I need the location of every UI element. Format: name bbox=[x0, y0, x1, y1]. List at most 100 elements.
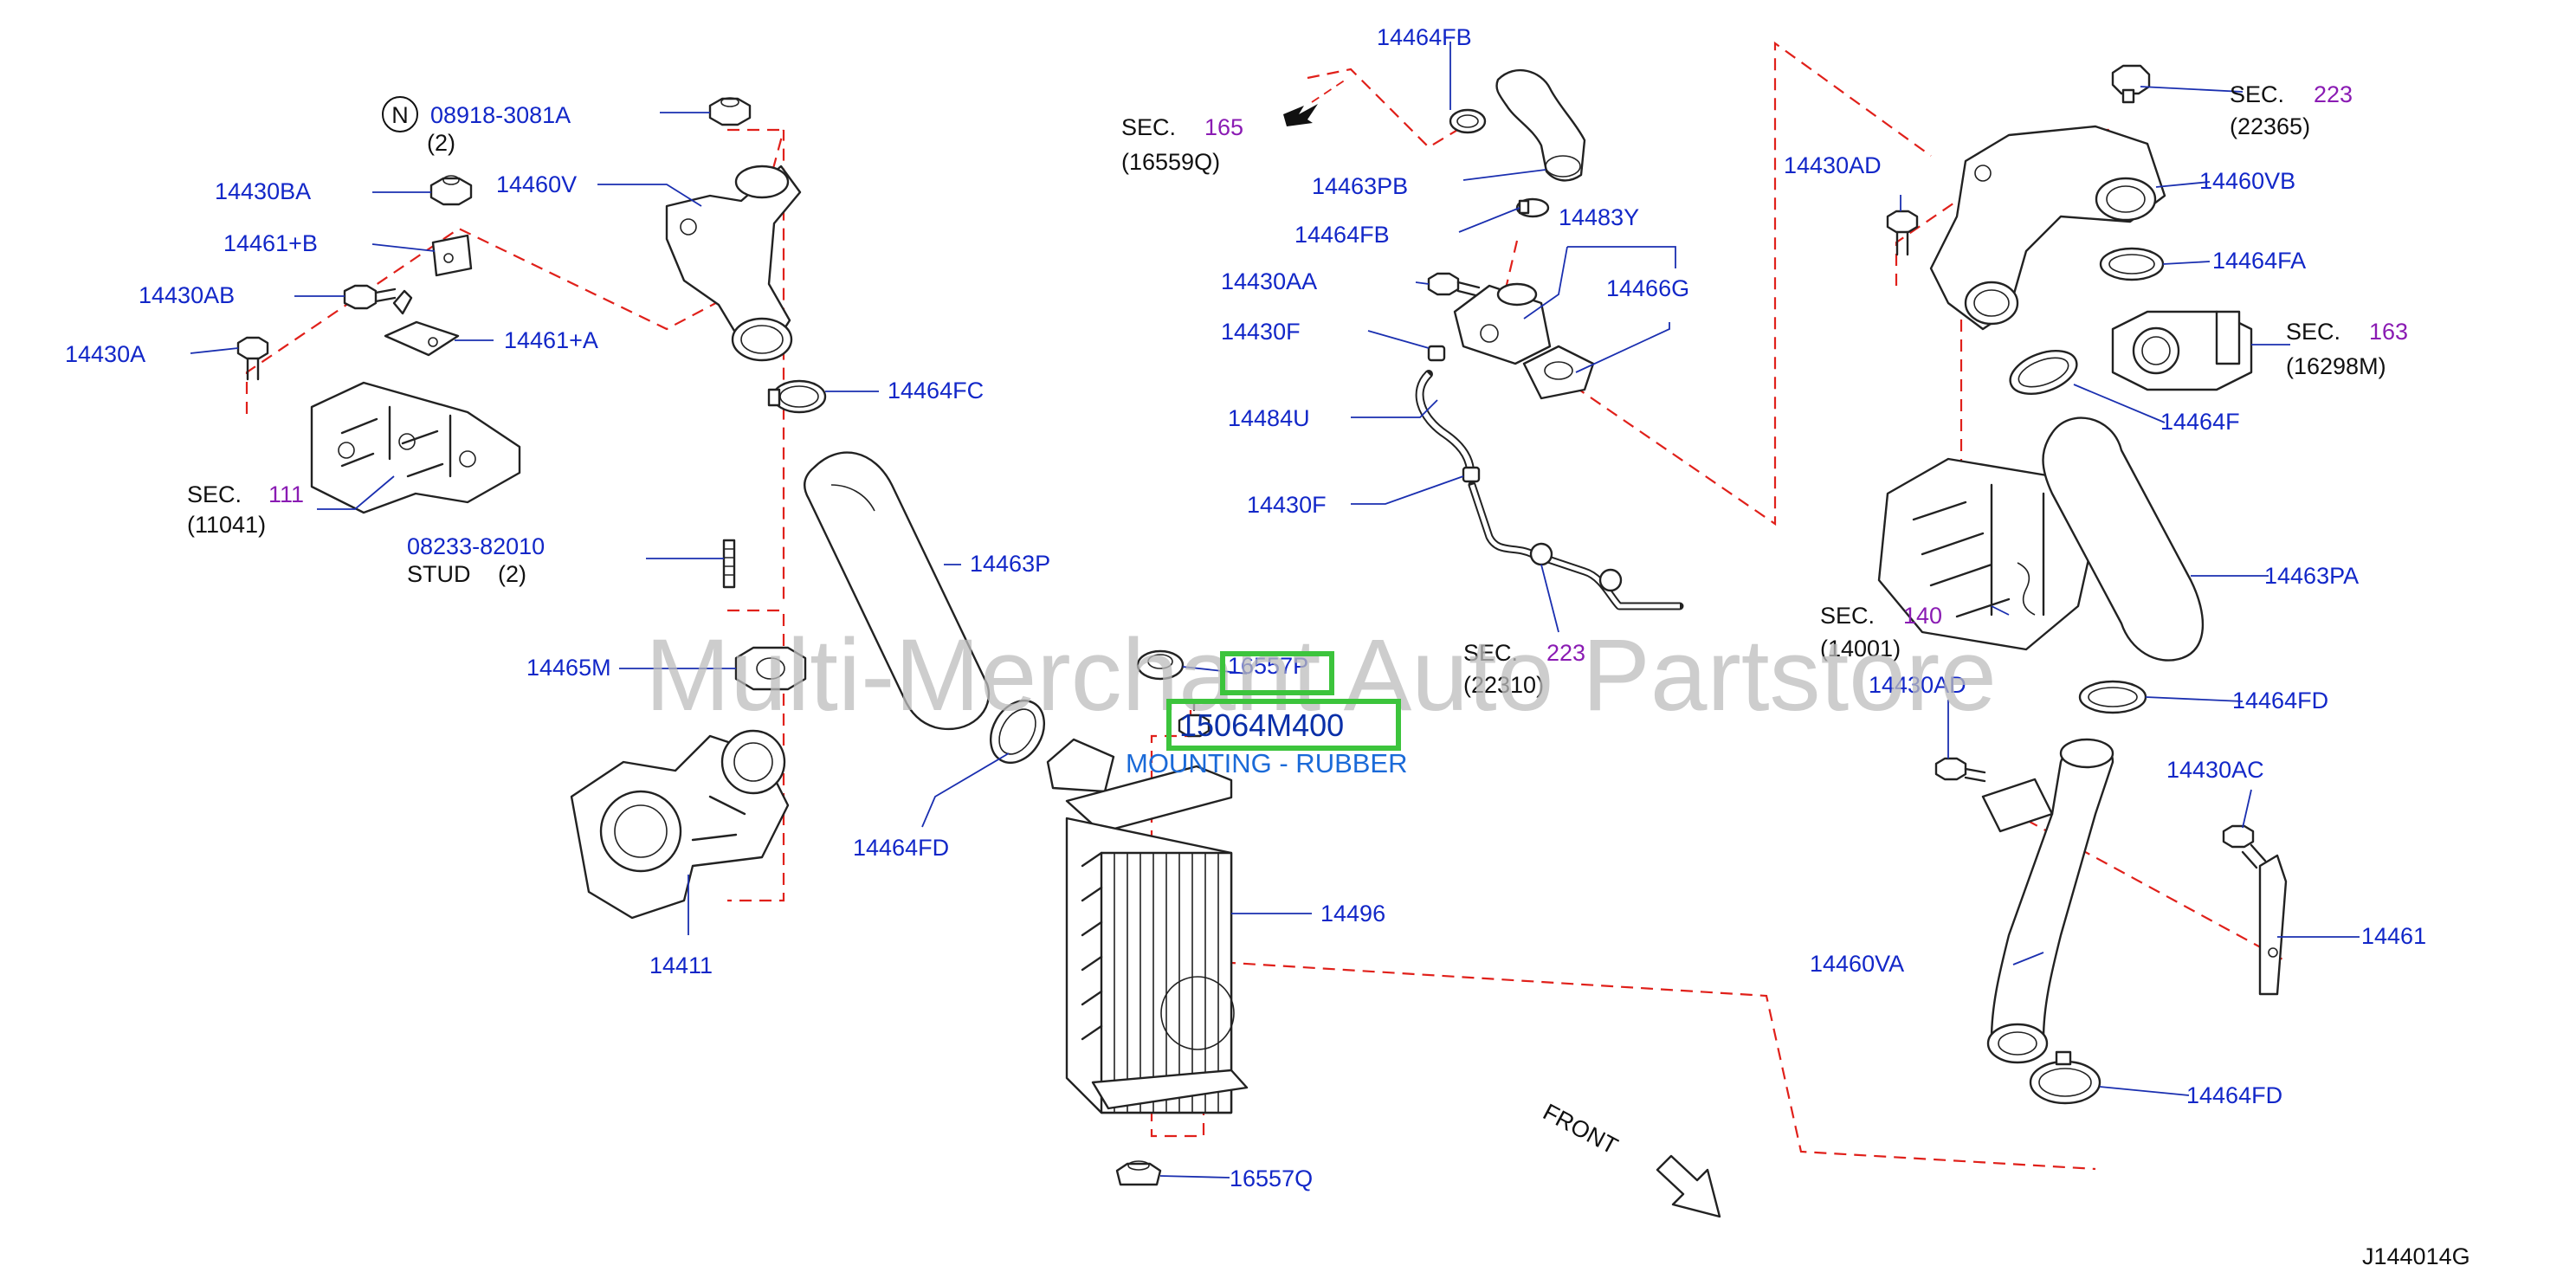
clamp-14464FB-mid-icon bbox=[1515, 197, 1550, 218]
label-14464FD-bottom[interactable]: 14464FD bbox=[2186, 1082, 2282, 1108]
gasket-14466G-icon bbox=[1522, 345, 1595, 400]
intercooler-14496-icon bbox=[1046, 738, 1249, 1114]
bolt-14430AA-icon bbox=[1427, 272, 1481, 298]
label-14461A[interactable]: 14461+A bbox=[504, 327, 598, 353]
bolt-14430A-icon bbox=[236, 336, 269, 381]
highlight-description: MOUNTING - RUBBER bbox=[1126, 748, 1408, 778]
highlighted-part[interactable]: 15064M400 MOUNTING - RUBBER bbox=[1126, 651, 1408, 778]
bracket-14461B-icon bbox=[431, 234, 473, 277]
bolt-14430AC-icon bbox=[2222, 824, 2267, 869]
label-14464FB-top[interactable]: 14464FB bbox=[1377, 24, 1472, 50]
clamp-14464FC-icon bbox=[767, 379, 827, 414]
label-sec-223-mid[interactable]: 223 bbox=[1546, 640, 1585, 666]
label-14464FB-mid[interactable]: 14464FB bbox=[1294, 222, 1390, 248]
bolt-14430AB-icon bbox=[343, 284, 397, 310]
n-mark-icon: N bbox=[382, 96, 418, 132]
label-08918-3081A[interactable]: 08918-3081A bbox=[430, 102, 571, 128]
label-14463PB[interactable]: 14463PB bbox=[1312, 173, 1408, 199]
front-label: FRONT bbox=[1539, 1099, 1622, 1159]
label-14411[interactable]: 14411 bbox=[649, 952, 713, 978]
label-sec-140-sub: (14001) bbox=[1820, 636, 1901, 662]
mount-rubber-15064M400-icon bbox=[1178, 700, 1211, 738]
front-arrow-sec165-icon bbox=[1283, 77, 1349, 126]
clamp-14464FD-right-icon bbox=[2078, 680, 2147, 714]
label-sec-163-sub: (16298M) bbox=[2286, 353, 2386, 379]
turbocharger-14411-icon bbox=[570, 729, 790, 920]
label-14430AA[interactable]: 14430AA bbox=[1221, 268, 1317, 294]
label-sec-111[interactable]: 111 bbox=[268, 481, 304, 507]
label-14430F-a[interactable]: 14430F bbox=[1221, 319, 1301, 345]
label-14460V[interactable]: 14460V bbox=[496, 171, 577, 197]
label-sec-140[interactable]: 140 bbox=[1903, 603, 1942, 629]
label-14464F[interactable]: 14464F bbox=[2160, 409, 2240, 435]
label-sec-163-word: SEC. bbox=[2286, 319, 2340, 345]
label-14464FC[interactable]: 14464FC bbox=[888, 378, 984, 404]
highlight-box-16557P bbox=[1220, 651, 1334, 695]
watermark: Multi-Merchant Auto Partstore bbox=[645, 618, 1997, 733]
water-outlet-14483Y-icon bbox=[1453, 282, 1552, 365]
sensor-sec223-icon bbox=[2111, 64, 2151, 104]
label-14461B[interactable]: 14461+B bbox=[223, 230, 318, 256]
hose-14463PB-icon bbox=[1495, 68, 1586, 182]
throttle-body-sec163-icon bbox=[2111, 310, 2253, 391]
label-sec-163[interactable]: 163 bbox=[2369, 319, 2408, 345]
exhaust-manifold-sec111-icon bbox=[310, 381, 521, 514]
label-08918-qty: (2) bbox=[427, 130, 455, 156]
label-sec-223-right[interactable]: 223 bbox=[2314, 81, 2353, 107]
label-08233-82010[interactable]: 08233-82010 bbox=[407, 533, 545, 559]
water-pipe-sec223-icon bbox=[1468, 481, 1684, 610]
label-14430AB[interactable]: 14430AB bbox=[139, 282, 235, 308]
nut-08918-icon bbox=[708, 97, 752, 126]
clip-14430F-a-icon bbox=[1427, 345, 1446, 362]
outlet-pipe-14460V-icon bbox=[665, 165, 802, 362]
label-sec-140-word: SEC. bbox=[1820, 603, 1875, 629]
label-14483Y[interactable]: 14483Y bbox=[1559, 204, 1639, 230]
hose-14484U-icon bbox=[1415, 370, 1475, 482]
diagram-code: J144014G bbox=[2362, 1243, 2470, 1269]
clamp-14464FD-left-icon bbox=[989, 700, 1046, 764]
label-stud: STUD bbox=[407, 561, 471, 587]
label-14460VB[interactable]: 14460VB bbox=[2199, 168, 2295, 194]
label-14430F-b[interactable]: 14430F bbox=[1247, 492, 1327, 518]
label-14464FD-right[interactable]: 14464FD bbox=[2232, 688, 2328, 714]
label-14464FD-left[interactable]: 14464FD bbox=[853, 835, 949, 861]
inlet-pipe-14460VB-icon bbox=[1929, 125, 2166, 331]
label-16557P[interactable]: 16557P bbox=[1228, 653, 1308, 679]
label-16557Q[interactable]: 16557Q bbox=[1230, 1166, 1313, 1191]
label-14430A[interactable]: 14430A bbox=[65, 341, 145, 367]
label-sec-165-sub: (16559Q) bbox=[1121, 149, 1220, 175]
label-14430AD-bottom[interactable]: 14430AD bbox=[1869, 672, 1966, 698]
label-14464FA[interactable]: 14464FA bbox=[2212, 248, 2306, 274]
clamp-14464F-icon bbox=[2009, 350, 2078, 395]
svg-text:N: N bbox=[391, 102, 409, 128]
nut-14430BA-icon bbox=[429, 175, 473, 206]
clamp-14464FD-bottom-icon bbox=[2029, 1050, 2101, 1105]
label-14484U[interactable]: 14484U bbox=[1228, 405, 1310, 431]
label-14430AD-top[interactable]: 14430AD bbox=[1784, 152, 1882, 178]
label-sec-223-right-word: SEC. bbox=[2230, 81, 2284, 107]
label-14465M[interactable]: 14465M bbox=[526, 655, 611, 681]
part-labels: 08918-3081A (2) 14430BA 14461+B 14430AB … bbox=[65, 24, 2470, 1269]
label-14496[interactable]: 14496 bbox=[1320, 901, 1385, 927]
highlight-part-number[interactable]: 15064M400 bbox=[1179, 707, 1344, 743]
label-14430BA[interactable]: 14430BA bbox=[215, 178, 311, 204]
clamp-14464FB-top-icon bbox=[1449, 108, 1487, 134]
mount-16557P-icon bbox=[1136, 649, 1185, 681]
mount-16557Q-icon bbox=[1115, 1160, 1162, 1186]
intake-manifold-sec140-icon bbox=[1877, 457, 2097, 651]
bracket-14461A-icon bbox=[384, 289, 460, 357]
label-14460VA[interactable]: 14460VA bbox=[1810, 951, 1904, 977]
bracket-14461-icon bbox=[2258, 854, 2288, 996]
label-14463P[interactable]: 14463P bbox=[970, 551, 1050, 577]
label-14461[interactable]: 14461 bbox=[2361, 923, 2426, 949]
label-sec-223-mid-sub: (22310) bbox=[1463, 672, 1544, 698]
label-14430AC[interactable]: 14430AC bbox=[2166, 757, 2264, 783]
bolt-14430AD-bottom-icon bbox=[1934, 757, 1986, 783]
clip-14430F-b-icon bbox=[1462, 466, 1481, 483]
label-sec-223-mid-word: SEC. bbox=[1463, 640, 1518, 666]
label-sec-111-sub: (11041) bbox=[187, 512, 266, 538]
label-sec-165[interactable]: 165 bbox=[1204, 114, 1243, 140]
label-14466G[interactable]: 14466G bbox=[1606, 275, 1689, 301]
label-14463PA[interactable]: 14463PA bbox=[2264, 563, 2359, 589]
